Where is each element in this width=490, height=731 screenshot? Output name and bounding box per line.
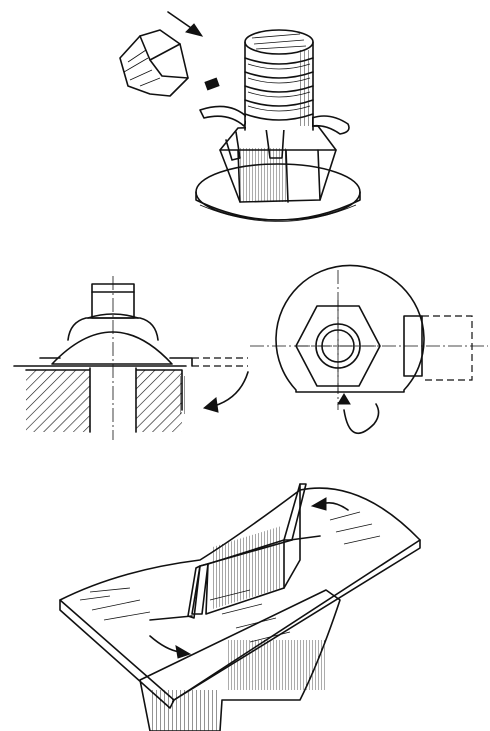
threaded-stud xyxy=(244,29,314,131)
lock-plate-assembly xyxy=(59,483,421,731)
chisel-icon xyxy=(119,29,220,97)
locking-tabs xyxy=(199,105,350,135)
arrow-icon xyxy=(310,497,349,511)
plan-view xyxy=(250,264,488,435)
top-panel-nut-assembly xyxy=(119,11,361,222)
curved-arrow-icon xyxy=(202,371,249,413)
hex-nut xyxy=(219,125,337,203)
section-view xyxy=(13,276,249,440)
curved-arrow-icon xyxy=(337,393,380,435)
arrow-icon xyxy=(149,635,192,659)
arrow-icon xyxy=(167,11,204,37)
